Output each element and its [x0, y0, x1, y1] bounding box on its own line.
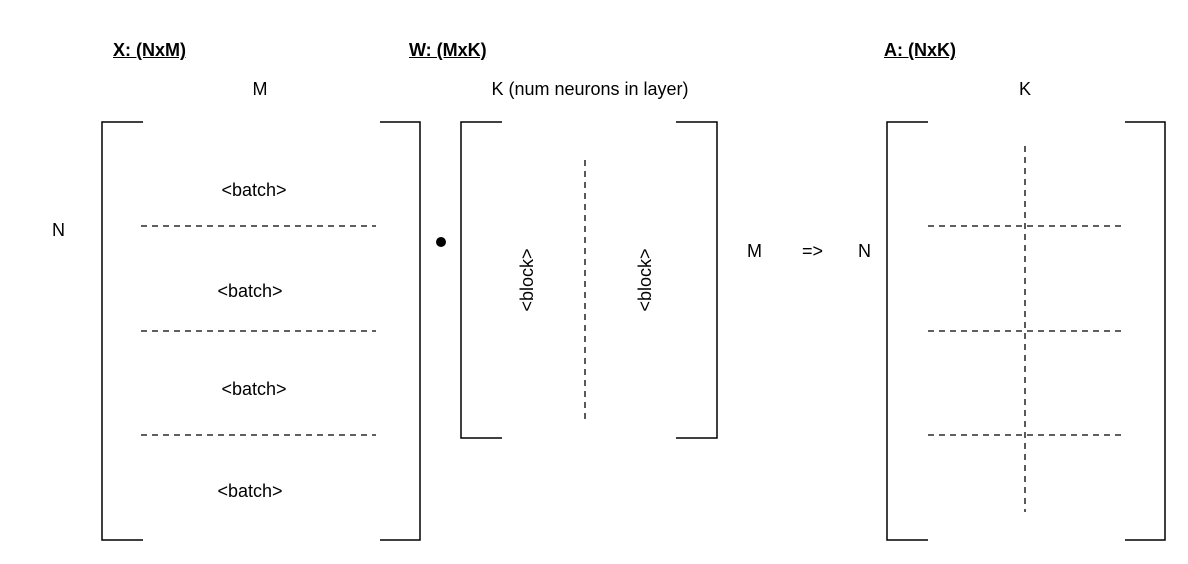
x-matrix-title: X: (NxM): [113, 40, 186, 60]
x-row-label: N: [52, 220, 65, 240]
x-batch-label: <batch>: [217, 281, 283, 301]
a-col-label: K: [1018, 79, 1032, 99]
w-matrix-title: W: (MxK): [409, 40, 487, 60]
dot-product-operator: [436, 237, 446, 247]
w-right-bracket: [676, 121, 718, 439]
a-left-bracket: [886, 121, 928, 541]
x-left-bracket: [101, 121, 143, 541]
w-row-label: M: [747, 241, 762, 261]
x-batch-label: <batch>: [221, 180, 287, 200]
x-batch-label: <batch>: [221, 379, 287, 399]
a-matrix-title: A: (NxK): [884, 40, 956, 60]
x-col-label: M: [252, 79, 268, 99]
a-row-label: N: [858, 241, 871, 261]
implies-arrow: =>: [802, 241, 824, 261]
x-right-bracket: [380, 121, 421, 541]
w-block-label: <block>: [517, 248, 537, 312]
x-batch-label: <batch>: [217, 481, 283, 501]
w-block-label: <block>: [635, 248, 655, 312]
a-right-bracket: [1125, 121, 1166, 541]
w-left-bracket: [460, 121, 502, 439]
w-col-label: K (num neurons in layer): [491, 79, 689, 99]
